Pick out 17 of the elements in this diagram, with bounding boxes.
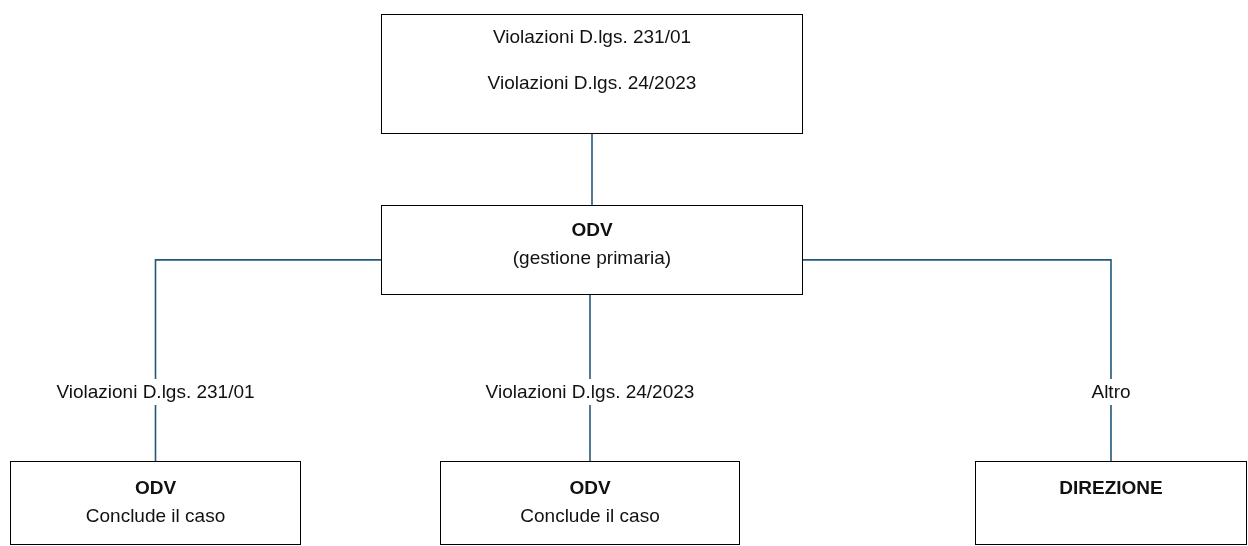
process-box	[381, 14, 803, 134]
box-heading: ODV	[134, 476, 177, 500]
process-box	[10, 461, 301, 545]
box-text: Violazioni D.lgs. 24/2023	[487, 70, 697, 95]
box-heading: ODV	[571, 218, 613, 242]
connector-line	[802, 259, 1112, 462]
connector-line	[154, 259, 382, 462]
box-text: Conclude il caso	[85, 503, 226, 528]
box-heading: ODV	[569, 476, 611, 500]
box-text: Violazioni D.lgs. 231/01	[492, 25, 692, 49]
process-box	[381, 205, 803, 295]
box-text: DIREZIONE	[1059, 476, 1163, 500]
process-box	[440, 461, 740, 545]
process-box	[975, 461, 1247, 545]
box-text: Conclude il caso	[520, 503, 660, 528]
connector-line	[591, 133, 593, 206]
box-text: (gestione primaria)	[512, 245, 672, 270]
